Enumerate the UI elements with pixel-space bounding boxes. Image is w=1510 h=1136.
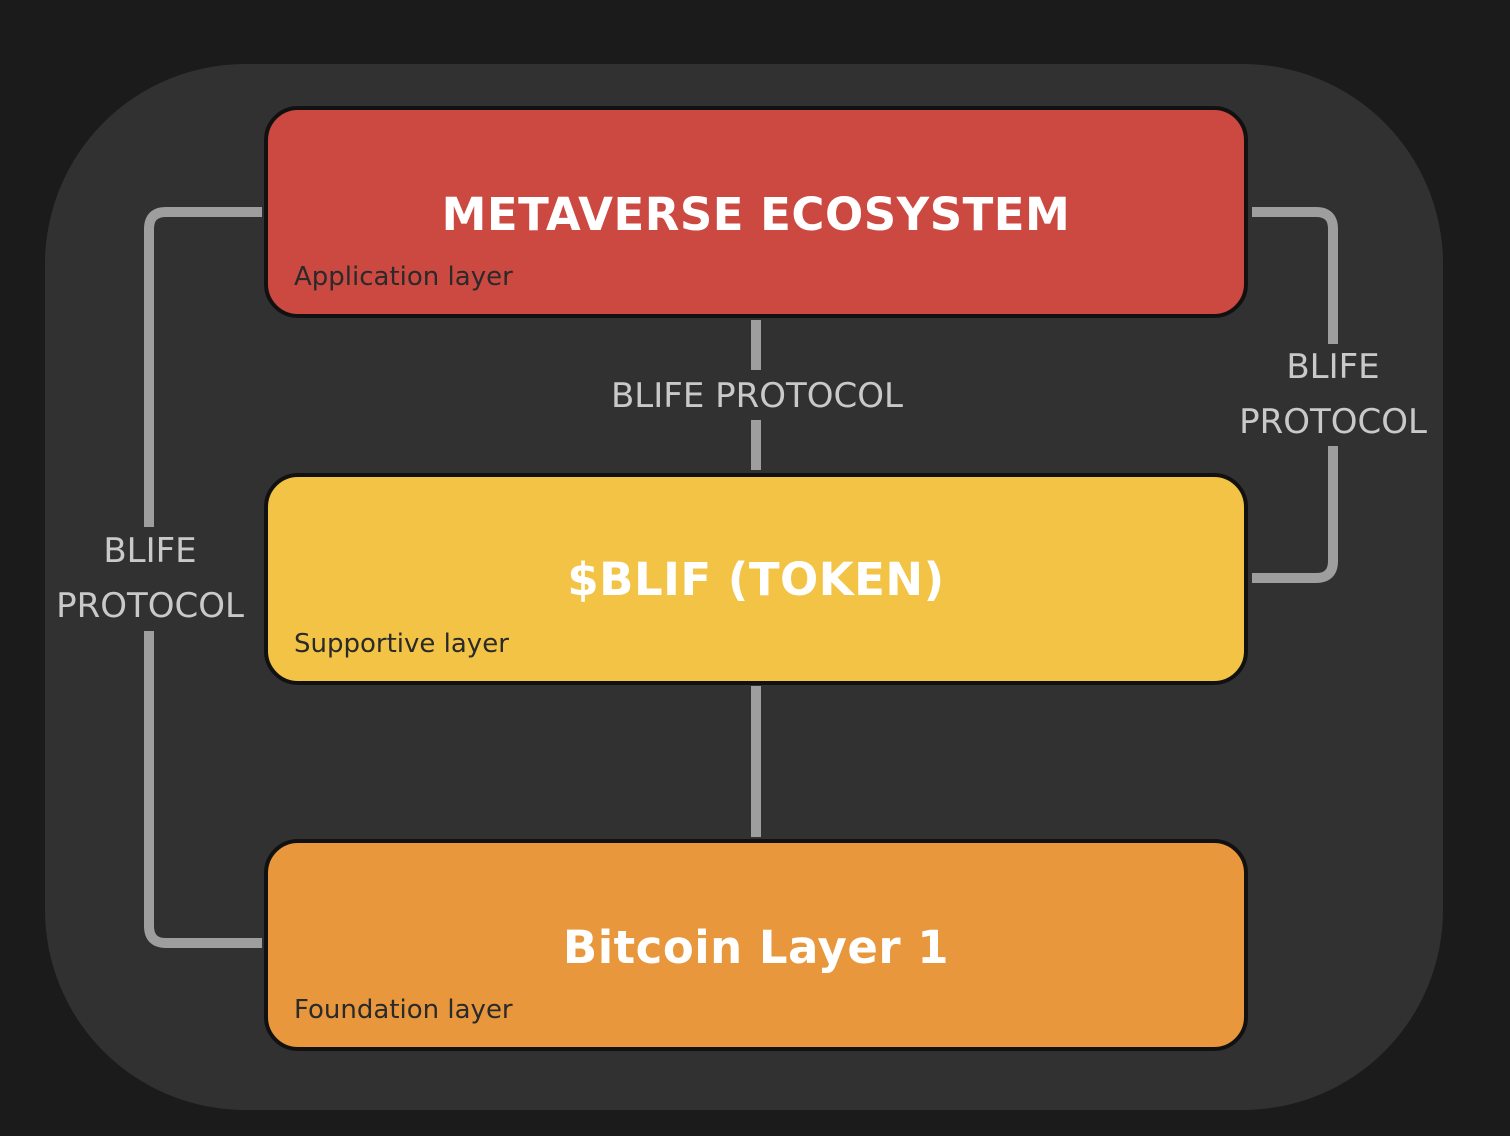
connector-right-lower — [1252, 446, 1338, 583]
supportive-layer-subtitle: Supportive layer — [294, 629, 509, 659]
foundation-layer-title: Bitcoin Layer 1 — [562, 921, 950, 974]
connector-right-upper — [1252, 207, 1338, 344]
foundation-layer-subtitle: Foundation layer — [294, 995, 513, 1025]
application-layer-title: METAVERSE ECOSYSTEM — [441, 188, 1071, 241]
protocol-label-right-line1: BLIFE — [1286, 347, 1380, 387]
protocol-label-left-line2: PROTOCOL — [56, 586, 244, 626]
supportive-layer-title: $BLIF (TOKEN) — [567, 553, 945, 606]
application-layer-subtitle: Application layer — [294, 262, 513, 292]
protocol-label-left-line1: BLIFE — [103, 531, 197, 571]
protocol-label-right: BLIFE PROTOCOL — [1223, 340, 1443, 450]
protocol-label-left: BLIFE PROTOCOL — [40, 524, 260, 634]
supportive-layer-box: $BLIF (TOKEN) Supportive layer — [264, 473, 1248, 685]
protocol-label-center: BLIFE PROTOCOL — [610, 376, 903, 416]
application-layer-box: METAVERSE ECOSYSTEM Application layer — [264, 106, 1248, 318]
protocol-label-right-line2: PROTOCOL — [1239, 402, 1427, 442]
foundation-layer-box: Bitcoin Layer 1 Foundation layer — [264, 839, 1248, 1051]
connector-left-upper — [144, 207, 262, 527]
connector-left-lower — [144, 631, 262, 948]
